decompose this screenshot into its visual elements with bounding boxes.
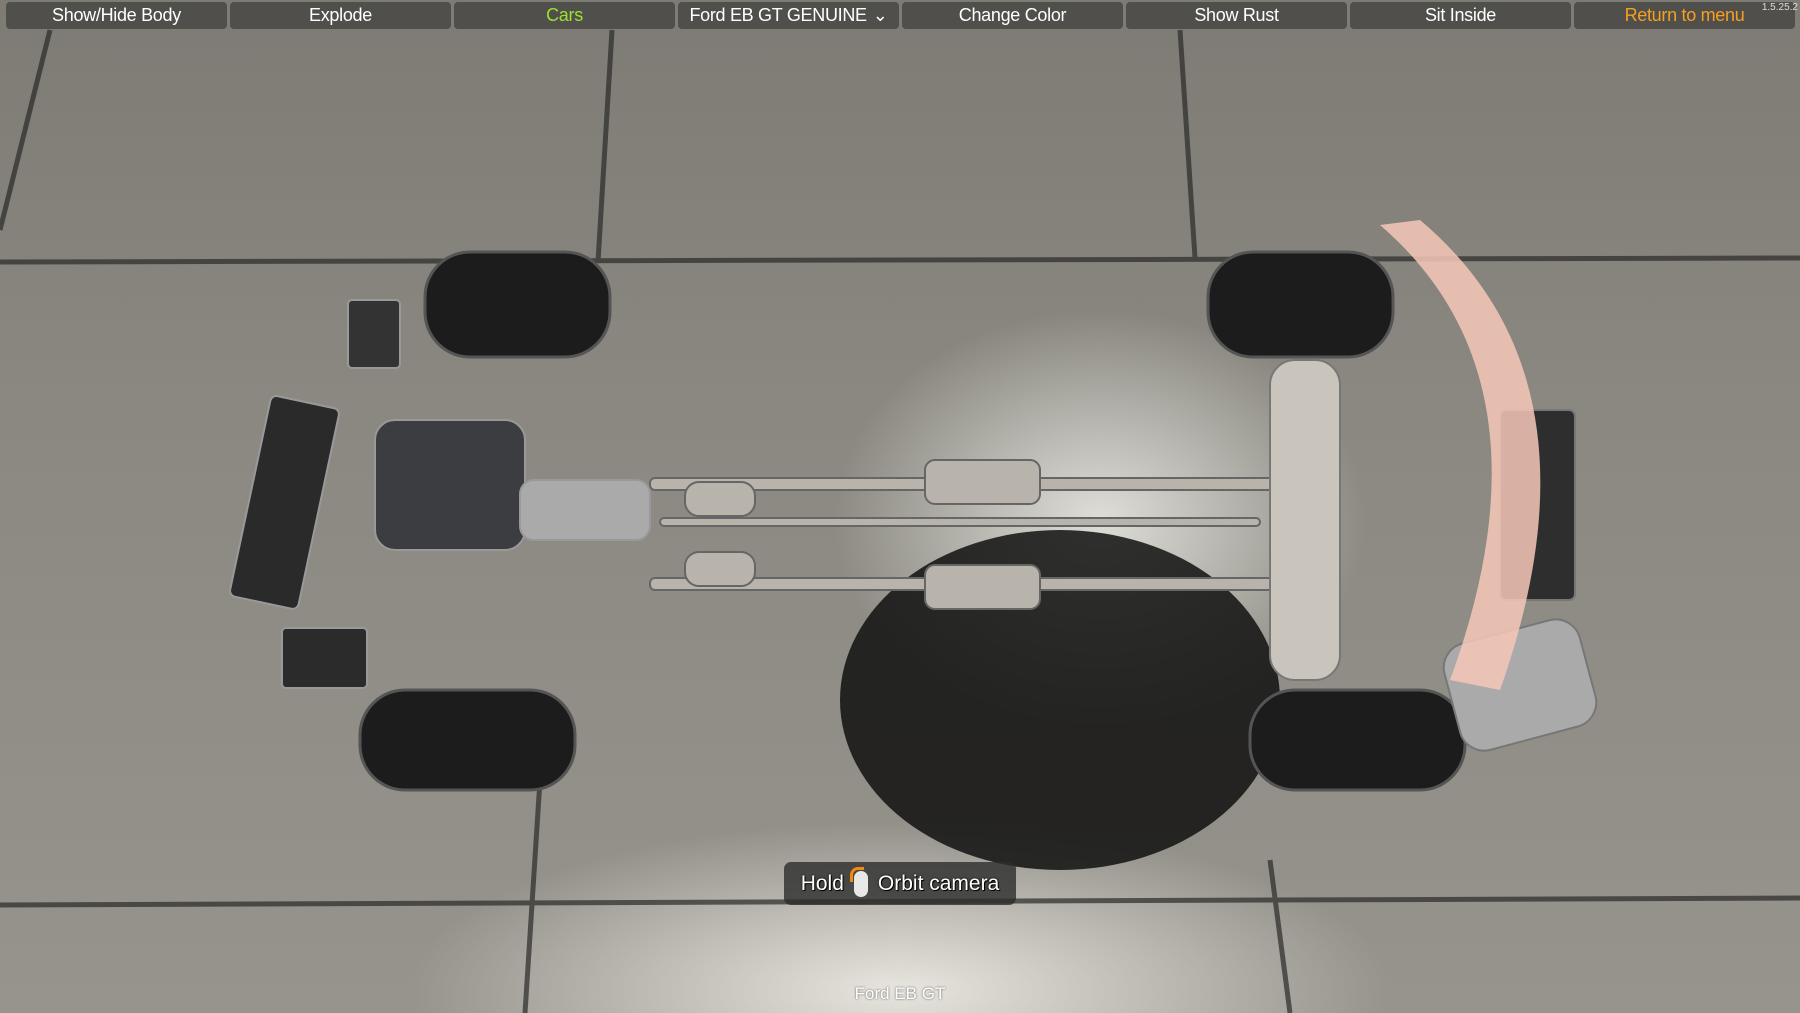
exhaust-system	[649, 459, 1311, 610]
cars-button[interactable]: Cars	[454, 2, 675, 29]
car-name-label: Ford EB GT	[854, 984, 946, 1003]
control-hint: Hold Orbit camera	[784, 862, 1016, 905]
car-variant-label: Ford EB GT GENUINE	[689, 5, 867, 25]
chevron-down-icon: ⌄	[872, 5, 888, 25]
show-rust-button[interactable]: Show Rust	[1126, 2, 1347, 29]
top-menu-bar: Show/Hide Body Explode Cars Ford EB GT G…	[6, 2, 1795, 29]
mouse-left-button-icon	[849, 866, 868, 897]
show-hide-body-button[interactable]: Show/Hide Body	[6, 2, 227, 29]
change-color-button[interactable]: Change Color	[902, 2, 1123, 29]
floor-tile-seams	[0, 29, 1800, 1013]
car-body-shadow	[840, 530, 1280, 870]
hint-hold-label: Hold	[800, 871, 844, 895]
rear-bumper	[1380, 220, 1541, 690]
car-variant-dropdown[interactable]: Ford EB GT GENUINE ⌄	[678, 2, 899, 29]
return-to-menu-button[interactable]: Return to menu	[1574, 2, 1795, 29]
explode-button[interactable]: Explode	[230, 2, 451, 29]
wheels	[358, 250, 1467, 792]
version-label: 1.5.25.2	[1761, 2, 1798, 13]
hint-action-label: Orbit camera	[877, 871, 1000, 895]
sit-inside-button[interactable]: Sit Inside	[1350, 2, 1571, 29]
engine	[229, 299, 651, 689]
